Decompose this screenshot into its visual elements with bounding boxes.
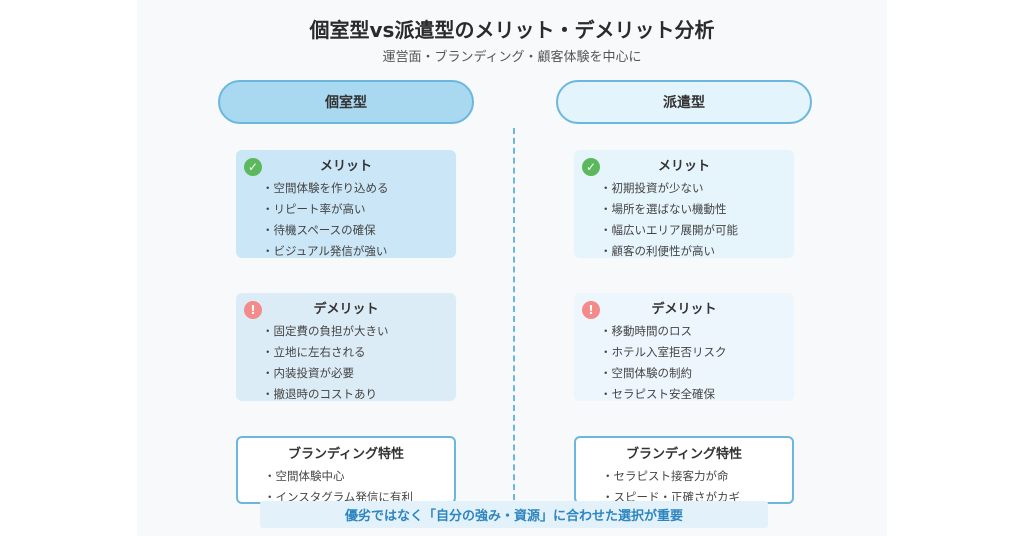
list-item: 空間体験を作り込める (262, 178, 456, 199)
card-title: デメリット (651, 302, 717, 317)
left-branding-card: ブランディング特性 空間体験中心 インスタグラム発信に有利 (236, 436, 456, 504)
merit-list: 空間体験を作り込める リピート率が高い 待機スペースの確保 ビジュアル発信が強い (236, 178, 456, 262)
list-item: セラピスト接客力が命 (602, 466, 792, 487)
list-item: セラピスト安全確保 (600, 384, 794, 405)
list-item: ビジュアル発信が強い (262, 241, 456, 262)
branding-list: セラピスト接客力が命 スピード・正確さがカギ (576, 466, 792, 508)
conclusion-banner: 優劣ではなく「自分の強み・資源」に合わせた選択が重要 (260, 501, 768, 528)
right-demerit-card: ! デメリット 移動時間のロス ホテル入室拒否リスク 空間体験の制約 セラピスト… (574, 293, 794, 401)
list-item: 待機スペースの確保 (262, 220, 456, 241)
list-item: インスタグラム発信に有利 (264, 487, 454, 508)
header-private-room: 個室型 (218, 80, 474, 124)
list-item: 顧客の利便性が高い (600, 241, 794, 262)
check-icon: ✓ (582, 158, 600, 176)
list-item: 空間体験の制約 (600, 363, 794, 384)
right-branding-card: ブランディング特性 セラピスト接客力が命 スピード・正確さがカギ (574, 436, 794, 504)
card-title: デメリット (313, 302, 379, 317)
demerit-list: 移動時間のロス ホテル入室拒否リスク 空間体験の制約 セラピスト安全確保 (574, 321, 794, 405)
header-dispatch: 派遣型 (556, 80, 812, 124)
page-subtitle: 運営面・ブランディング・顧客体験を中心に (382, 50, 642, 65)
merit-list: 初期投資が少ない 場所を選ばない機動性 幅広いエリア展開が可能 顧客の利便性が高… (574, 178, 794, 262)
card-title: メリット (657, 159, 710, 174)
demerit-list: 固定費の負担が大きい 立地に左右される 内装投資が必要 撤退時のコストあり (236, 321, 456, 405)
list-item: ホテル入室拒否リスク (600, 342, 794, 363)
list-item: 空間体験中心 (264, 466, 454, 487)
list-item: 撤退時のコストあり (262, 384, 456, 405)
card-title: メリット (319, 159, 372, 174)
list-item: 移動時間のロス (600, 321, 794, 342)
exclamation-icon: ! (244, 301, 262, 319)
list-item: 幅広いエリア展開が可能 (600, 220, 794, 241)
left-demerit-card: ! デメリット 固定費の負担が大きい 立地に左右される 内装投資が必要 撤退時の… (236, 293, 456, 401)
center-divider (513, 128, 515, 500)
check-icon: ✓ (244, 158, 262, 176)
list-item: 内装投資が必要 (262, 363, 456, 384)
list-item: 固定費の負担が大きい (262, 321, 456, 342)
list-item: 初期投資が少ない (600, 178, 794, 199)
left-merit-card: ✓ メリット 空間体験を作り込める リピート率が高い 待機スペースの確保 ビジュ… (236, 150, 456, 258)
card-title: ブランディング特性 (625, 447, 743, 462)
list-item: 場所を選ばない機動性 (600, 199, 794, 220)
list-item: スピード・正確さがカギ (602, 487, 792, 508)
card-title: ブランディング特性 (287, 447, 405, 462)
page-title: 個室型vs派遣型のメリット・デメリット分析 (309, 18, 715, 42)
right-merit-card: ✓ メリット 初期投資が少ない 場所を選ばない機動性 幅広いエリア展開が可能 顧… (574, 150, 794, 258)
list-item: 立地に左右される (262, 342, 456, 363)
list-item: リピート率が高い (262, 199, 456, 220)
exclamation-icon: ! (582, 301, 600, 319)
branding-list: 空間体験中心 インスタグラム発信に有利 (238, 466, 454, 508)
